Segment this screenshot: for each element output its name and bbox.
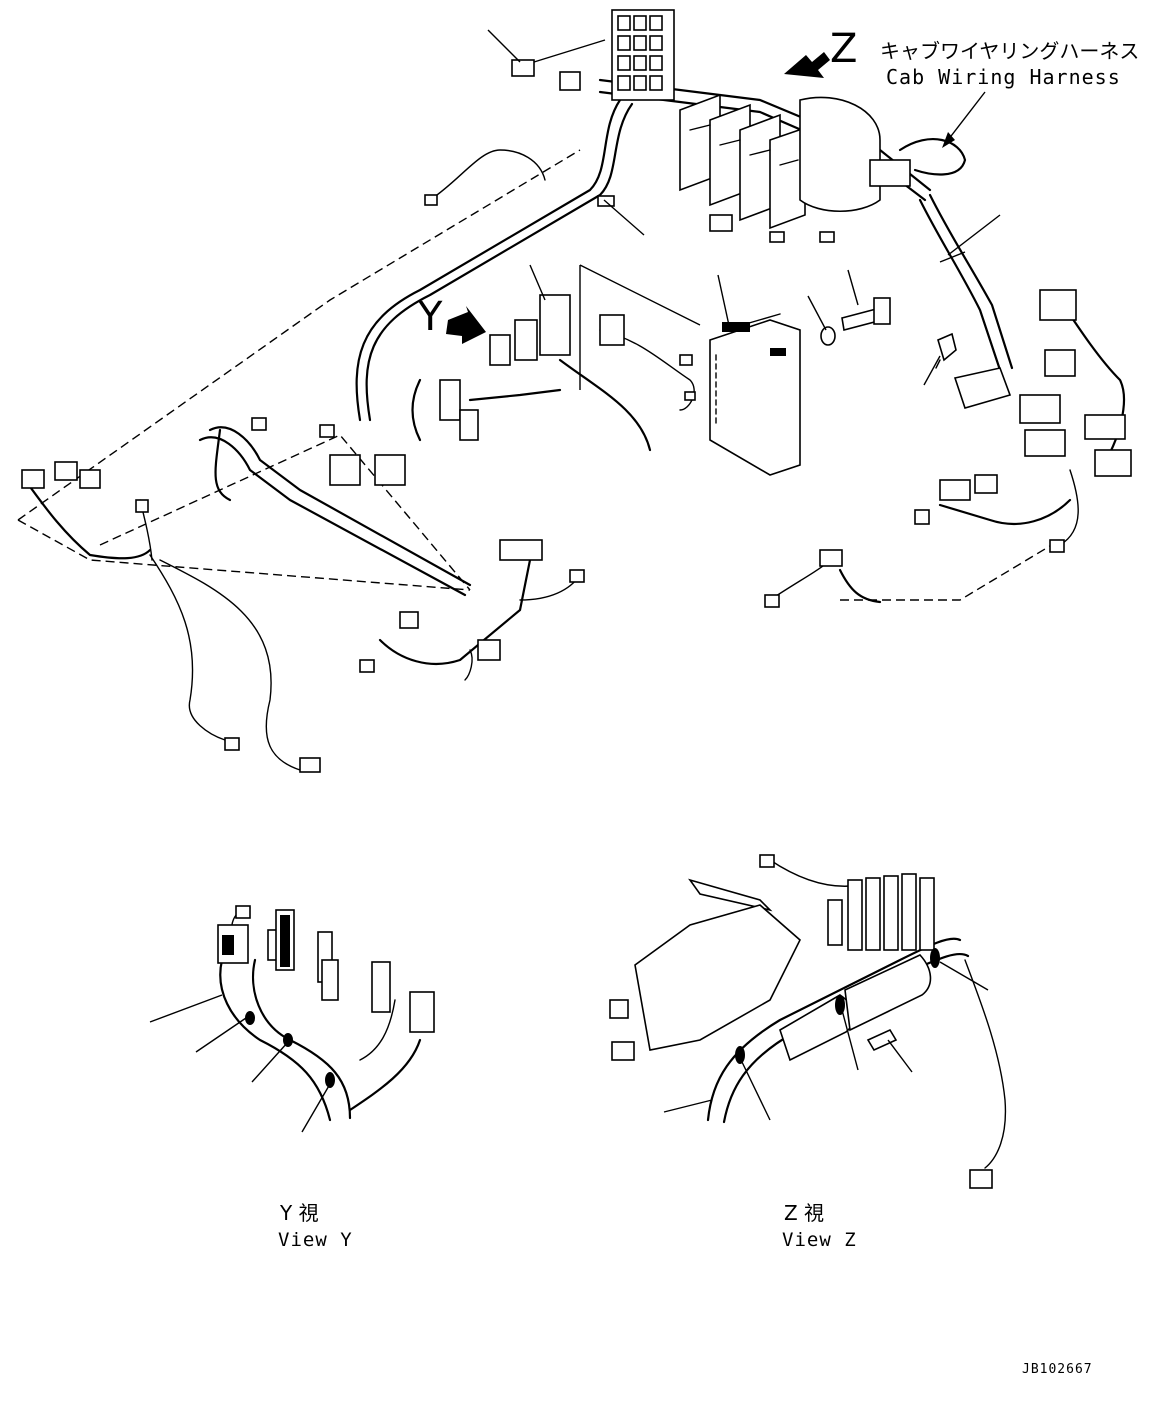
view-y-caption-jp: Y 視 [279, 1201, 319, 1225]
view-z-caption-en: View Z [782, 1229, 857, 1251]
view-z-arrow [784, 52, 830, 78]
relay-block [611, 9, 675, 101]
bolt [841, 297, 891, 331]
harness-label-leader [947, 91, 986, 141]
drawing-code: JB102667 [1022, 1362, 1093, 1377]
controller [709, 313, 801, 476]
harness-label-jp: キャブワイヤリングハーネス [880, 39, 1139, 63]
view-y-detail: Y 視 View Y [149, 905, 435, 1251]
view-y-caption-en: View Y [278, 1229, 353, 1251]
right-harness [918, 198, 1002, 372]
main-assembly: Z Y キャブワイヤリングハーネス Cab Wiring Harness [17, 9, 1139, 773]
cab-outline-center [99, 434, 471, 591]
y-area-connectors [439, 294, 625, 441]
cab-outline-bottom [17, 519, 471, 591]
left-harness [208, 426, 472, 587]
misc-connectors [21, 59, 1132, 773]
leader-clip-top [603, 199, 645, 236]
view-z-detail: Z 視 View Z [609, 854, 1007, 1251]
washer [820, 326, 836, 346]
cab-outline-left [17, 149, 581, 521]
main-harness-trunk [355, 98, 622, 422]
leader-right [947, 214, 1001, 256]
view-z-caption-jp: Z 視 [784, 1201, 824, 1225]
view-y-arrow [446, 306, 486, 344]
clip [935, 332, 957, 369]
leader-ycon [529, 264, 546, 301]
harness-label-en: Cab Wiring Harness [886, 65, 1121, 89]
fuse-boxes [679, 93, 806, 230]
leader-relay [487, 29, 521, 63]
view-y-marker: Y [417, 294, 443, 340]
view-z-marker: Z [830, 26, 857, 72]
leader-bolt [847, 269, 859, 306]
junction-box [799, 96, 881, 213]
leader-controller [717, 274, 731, 331]
leader-washer [807, 295, 827, 331]
cab-outline-right [840, 539, 1061, 601]
